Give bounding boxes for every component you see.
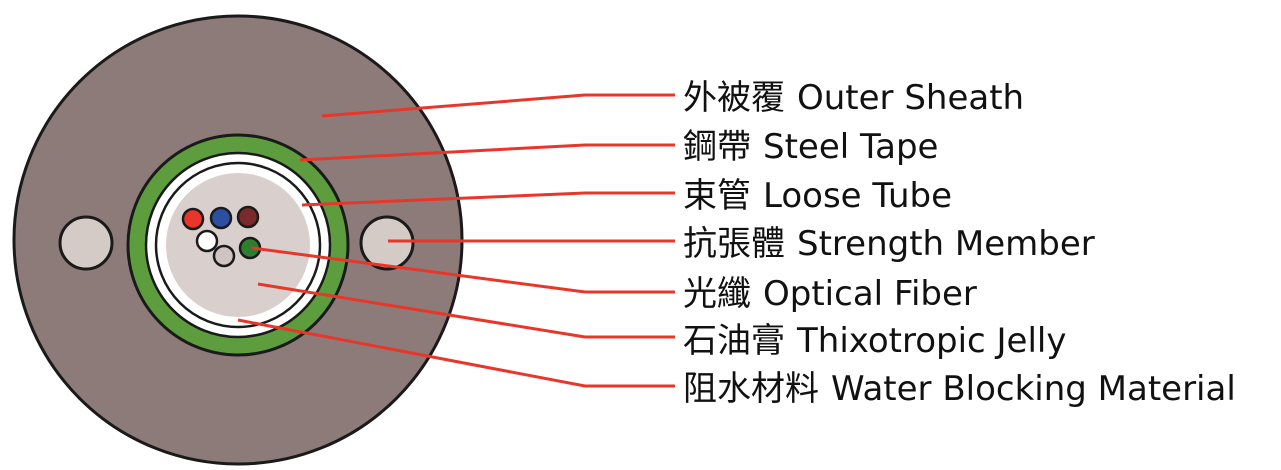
label-thixotropic-jelly: 石油膏 Thixotropic Jelly: [683, 319, 1067, 363]
label-strength-member: 抗張體 Strength Member: [683, 222, 1095, 266]
label-outer-sheath: 外被覆 Outer Sheath: [683, 76, 1024, 120]
label-thixotropic-jelly-en: Thixotropic Jelly: [797, 321, 1067, 361]
label-water-blocking-material-zh: 阻水材料: [683, 369, 819, 409]
label-steel-tape-en: Steel Tape: [763, 127, 939, 167]
label-optical-fiber-en: Optical Fiber: [763, 274, 977, 314]
leader-line-thixotropic-jelly: [257, 282, 675, 339]
optical-fiber-blue: [209, 206, 233, 230]
label-loose-tube: 束管 Loose Tube: [683, 174, 952, 218]
strength-member-right-shape: [359, 215, 415, 271]
leader-line-water-blocking-material: [237, 318, 675, 388]
label-steel-tape-zh: 鋼帶: [683, 127, 751, 167]
label-optical-fiber-zh: 光纖: [683, 274, 751, 314]
label-optical-fiber: 光纖 Optical Fiber: [683, 272, 977, 316]
leader-line-optical-fiber: [251, 246, 675, 294]
label-thixotropic-jelly-zh: 石油膏: [683, 321, 785, 361]
label-loose-tube-en: Loose Tube: [763, 176, 953, 216]
leader-line-outer-sheath: [321, 93, 675, 118]
label-outer-sheath-en: Outer Sheath: [797, 78, 1025, 118]
label-strength-member-zh: 抗張體: [683, 224, 785, 264]
label-loose-tube-zh: 束管: [683, 176, 751, 216]
optical-fiber-white: [195, 229, 219, 253]
leader-line-steel-tape: [299, 143, 675, 162]
label-steel-tape: 鋼帶 Steel Tape: [683, 125, 938, 169]
strength-member-left-shape: [58, 215, 114, 271]
leader-line-loose-tube: [301, 191, 675, 207]
optical-fiber-grey: [212, 244, 236, 268]
label-strength-member-en: Strength Member: [797, 224, 1095, 264]
label-water-blocking-material: 阻水材料 Water Blocking Material: [683, 367, 1236, 411]
optical-fiber-red: [181, 207, 205, 231]
thixotropic-jelly-shape: [166, 173, 310, 317]
label-outer-sheath-zh: 外被覆: [683, 78, 785, 118]
label-water-blocking-material-en: Water Blocking Material: [831, 369, 1236, 409]
optical-fiber-dark-red: [236, 205, 260, 229]
